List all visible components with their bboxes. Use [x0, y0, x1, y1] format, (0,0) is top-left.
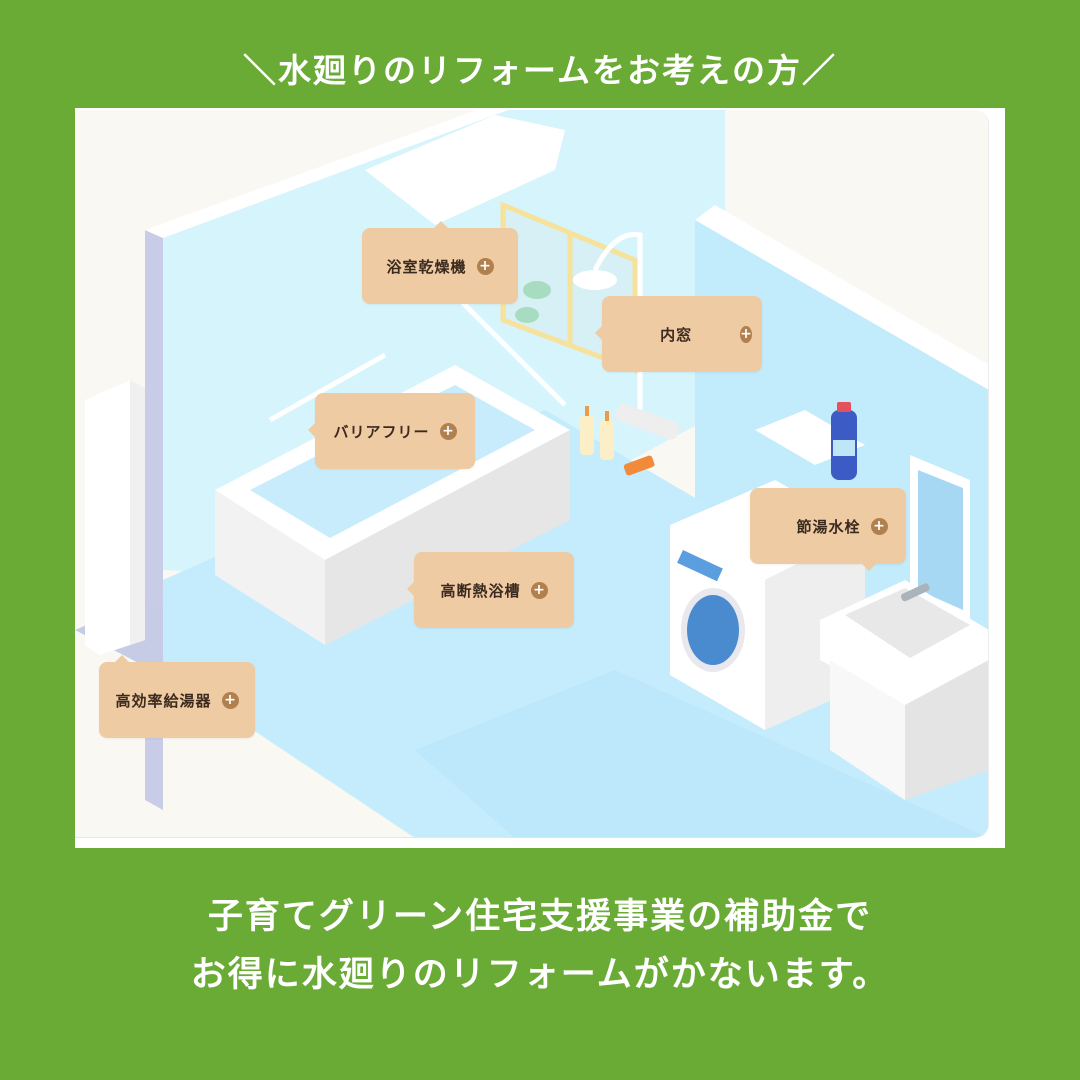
- hotspot-efficient-water-heater[interactable]: 高効率給湯器 +: [99, 655, 255, 738]
- footer-message: 子育てグリーン住宅支援事業の補助金で お得に水廻りのリフォームがかないます。: [0, 888, 1080, 1004]
- footer-line-2: お得に水廻りのリフォームがかないます。: [190, 955, 890, 995]
- tag-pointer: [308, 423, 315, 437]
- hotspot-label: 内窓: [660, 325, 693, 344]
- plus-circle-icon[interactable]: +: [476, 257, 494, 275]
- tag-pointer: [115, 655, 129, 662]
- hotspot-inner-window[interactable]: 内窓 +: [595, 296, 762, 372]
- bathroom-illustration: 浴室乾燥機 + 内窓 + バリアフリー + 高断熱浴槽 + 節湯水栓 + 高効率…: [75, 110, 989, 838]
- hotspot-label: 高効率給湯器: [115, 691, 212, 710]
- hotspot-water-saving-faucet[interactable]: 節湯水栓 +: [750, 488, 906, 571]
- headline: ＼水廻りのリフォームをお考えの方／: [242, 51, 837, 90]
- hotspot-insulated-bathtub[interactable]: 高断熱浴槽 +: [407, 552, 574, 628]
- plus-circle-icon[interactable]: +: [439, 422, 457, 440]
- hotspot-bathroom-dryer[interactable]: 浴室乾燥機 +: [362, 221, 518, 304]
- footer-line-1: 子育てグリーン住宅支援事業の補助金で: [207, 897, 873, 937]
- illustration-panel: 浴室乾燥機 + 内窓 + バリアフリー + 高断熱浴槽 + 節湯水栓 + 高効率…: [75, 108, 1005, 848]
- tag-pointer: [862, 564, 876, 571]
- plus-circle-icon[interactable]: +: [221, 691, 239, 709]
- tag-pointer: [434, 221, 448, 228]
- plus-circle-icon[interactable]: +: [870, 517, 888, 535]
- plus-circle-icon[interactable]: +: [530, 581, 548, 599]
- tag-pointer: [595, 326, 602, 340]
- hotspot-label: 浴室乾燥機: [386, 257, 467, 276]
- hotspot-barrier-free[interactable]: バリアフリー +: [308, 393, 475, 469]
- hotspot-label: 高断熱浴槽: [440, 581, 521, 600]
- hotspot-label: 節湯水栓: [796, 517, 861, 536]
- tag-pointer: [407, 582, 414, 596]
- hotspot-label: バリアフリー: [333, 422, 430, 441]
- plus-circle-icon[interactable]: +: [740, 325, 752, 343]
